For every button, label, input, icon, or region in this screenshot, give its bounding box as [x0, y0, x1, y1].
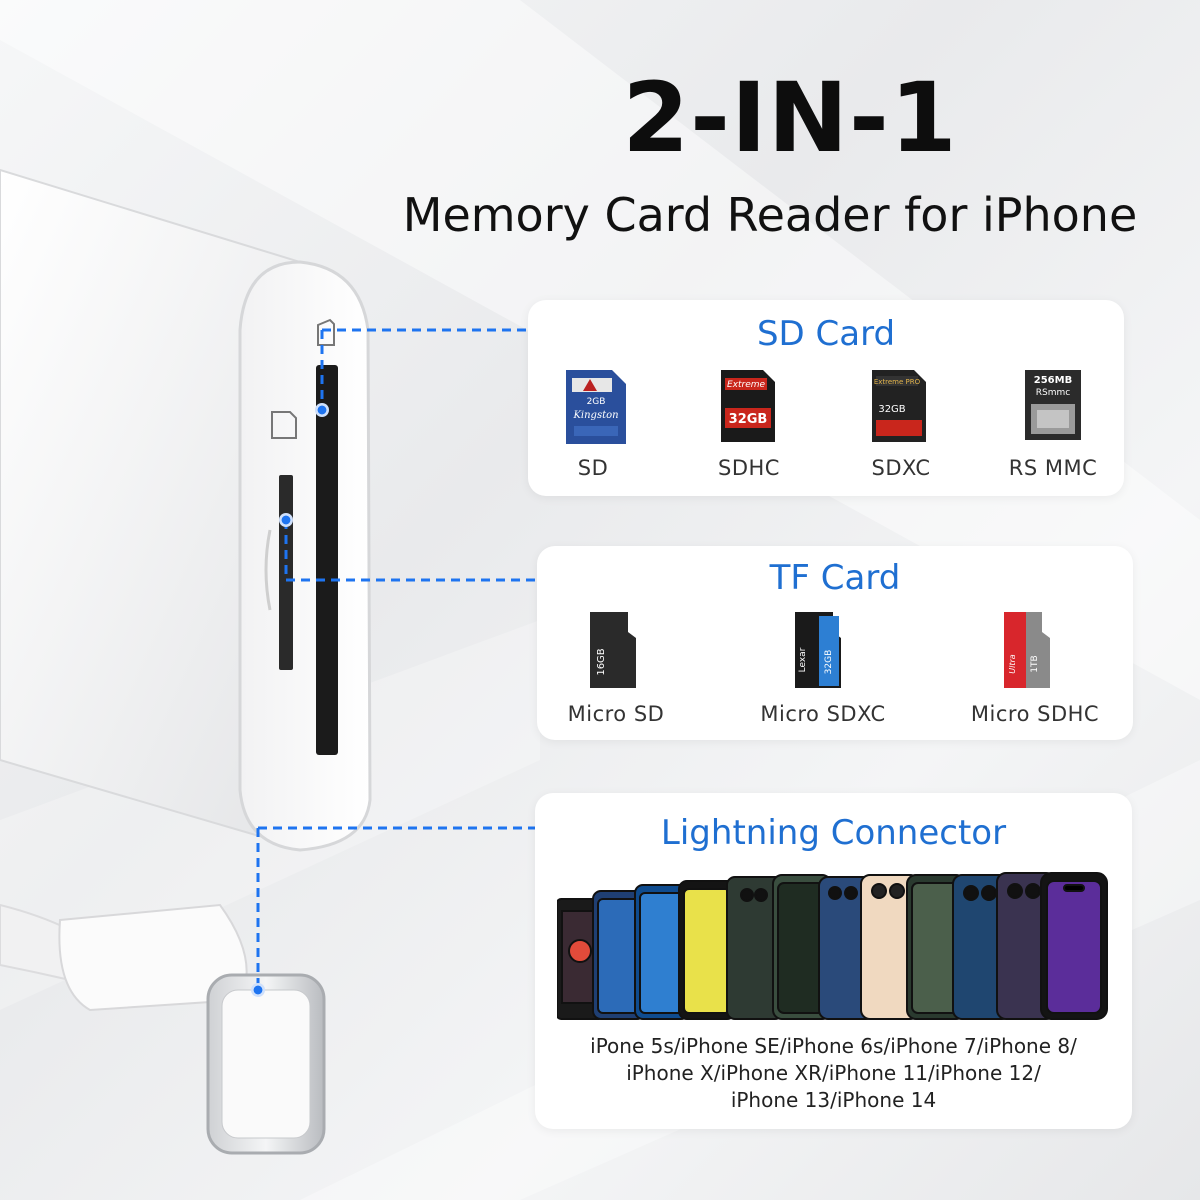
rsmmc-brand-text: RSmmc — [1036, 388, 1071, 398]
page-title: 2-IN-1 — [622, 62, 958, 174]
connector-dot — [279, 513, 293, 527]
sd-capacity-text: 2GB — [587, 397, 606, 407]
page-subtitle: Memory Card Reader for iPhone — [402, 188, 1138, 242]
sdxc-brand-text: Extreme PRO — [874, 378, 921, 386]
sdhc-label: SDHC — [718, 456, 780, 480]
connector-dot — [315, 403, 329, 417]
sd-label: SD — [577, 456, 609, 480]
sdhc-capacity-text: 32GB — [729, 412, 768, 427]
sdhc-brand-text: Extreme — [727, 380, 766, 390]
compatible-models-line: iPhone X/iPhone XR/iPhone 11/iPhone 12/ — [626, 1061, 1041, 1085]
micro-sdxc-label: Micro SDXC — [760, 702, 886, 726]
compatible-models-text: iPone 5s/iPhone SE/iPhone 6s/iPhone 7/iP… — [535, 1033, 1132, 1114]
micro-sd-label: Micro SD — [567, 702, 665, 726]
micro-sdhc-card-icon: Ultra 1TB — [1004, 612, 1050, 688]
tf-card-panel: TF Card 16GB Micro SD Lexar 32GB Micro S… — [537, 546, 1133, 740]
compatible-models-line: iPhone 13/iPhone 14 — [730, 1088, 937, 1112]
rsmmc-capacity-text: 256MB — [1034, 375, 1072, 386]
micro-sd-card-icon: 16GB — [590, 612, 636, 688]
micro-sdxc-brand-text: Lexar — [798, 647, 808, 672]
sdhc-card-icon: Extreme 32GB — [721, 370, 775, 442]
sd-brand-text: Kingston — [572, 410, 618, 421]
iphone-lineup-icon — [557, 872, 1108, 1020]
micro-sdhc-brand-text: Ultra — [1008, 654, 1017, 674]
micro-sdhc-capacity-text: 1TB — [1030, 655, 1040, 672]
lightning-connector-heading: Lightning Connector — [660, 813, 1007, 853]
micro-sd-capacity-text: 16GB — [596, 648, 607, 675]
lightning-connector-panel: Lightning Connector — [535, 793, 1132, 1129]
micro-sdxc-capacity-text: 32GB — [824, 650, 834, 675]
compatible-models-line: iPone 5s/iPhone SE/iPhone 6s/iPhone 7/iP… — [590, 1034, 1077, 1058]
sdxc-card-icon: Extreme PRO 32GB — [872, 370, 926, 442]
micro-sdxc-card-icon: Lexar 32GB — [795, 612, 841, 688]
tf-card-heading: TF Card — [769, 558, 901, 598]
sd-card-heading: SD Card — [756, 314, 896, 354]
sdxc-capacity-text: 32GB — [878, 404, 905, 415]
sd-card-icon: 2GB Kingston — [566, 370, 626, 444]
rs-mmc-label: RS MMC — [1008, 456, 1098, 480]
connector-dot — [251, 983, 265, 997]
sdxc-label: SDXC — [871, 456, 931, 480]
card-reader-device — [0, 168, 372, 1155]
rs-mmc-card-icon: 256MB RSmmc — [1025, 370, 1081, 440]
micro-sdhc-label: Micro SDHC — [970, 702, 1100, 726]
sd-card-panel: SD Card 2GB Kingston SD Extreme 32GB SDH… — [528, 300, 1124, 496]
